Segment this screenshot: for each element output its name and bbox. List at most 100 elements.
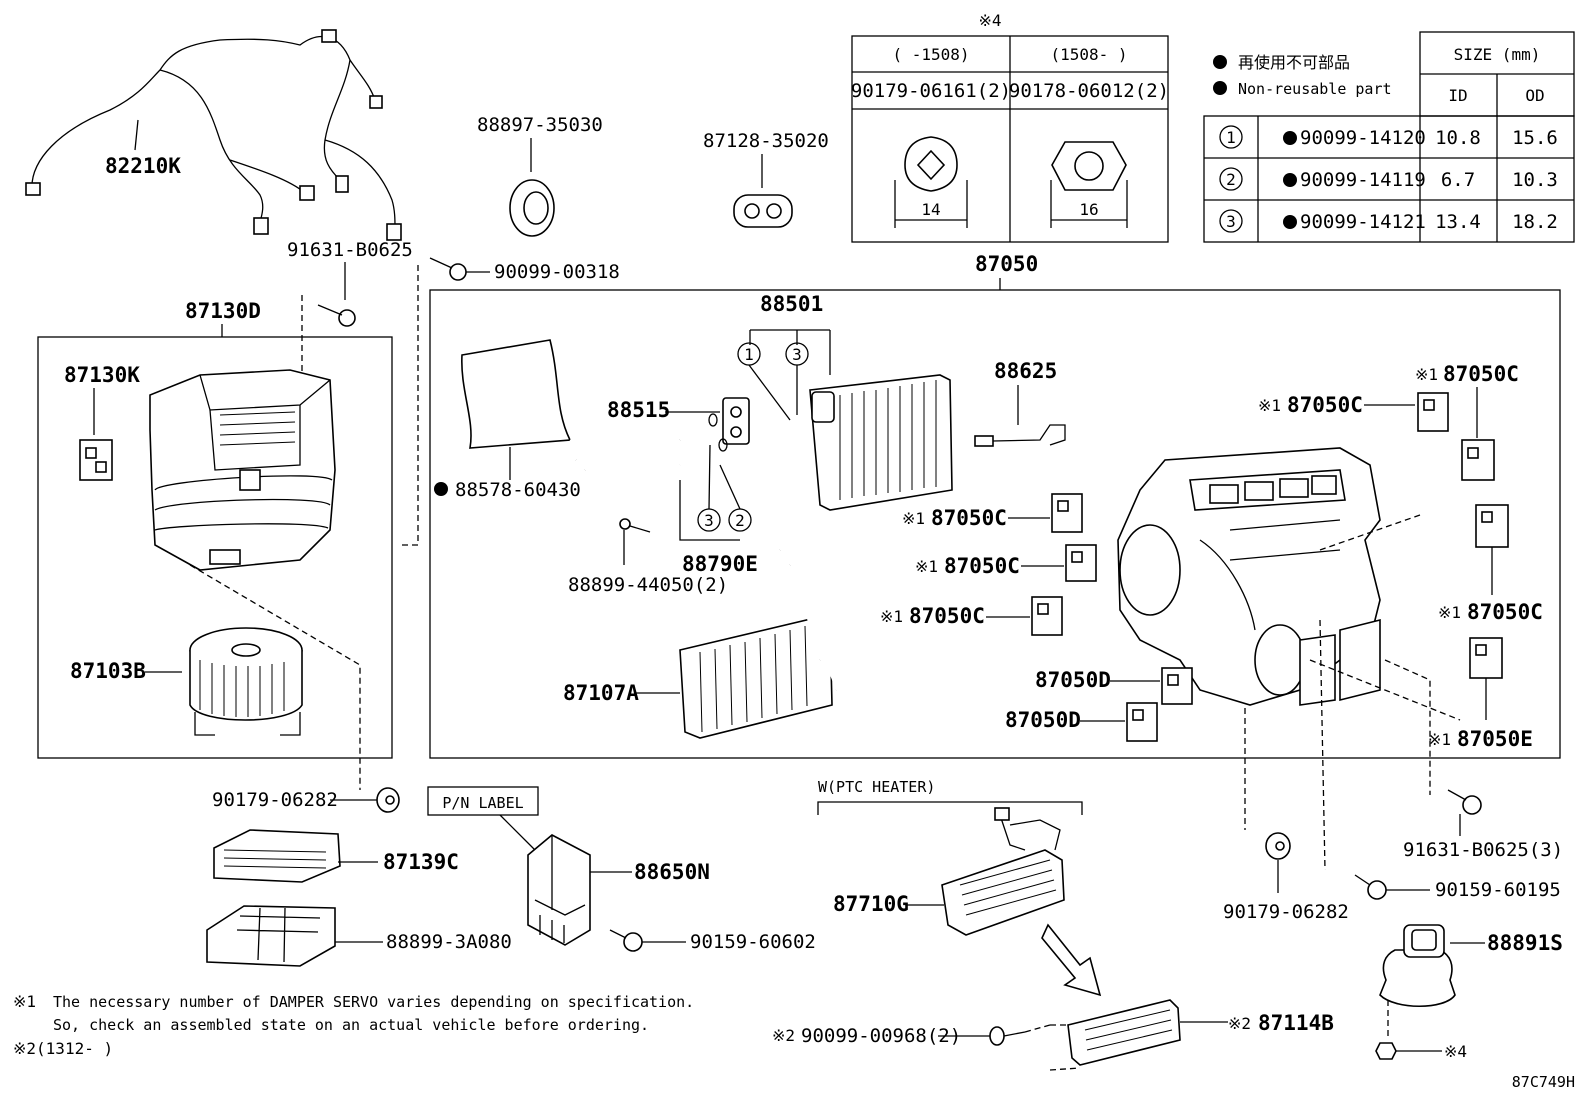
footnote2: ※2(1312- ) <box>13 1039 113 1058</box>
label-88625: 88625 <box>994 359 1057 383</box>
figure-id: 87C749H <box>1512 1073 1575 1091</box>
hvac-unit-box <box>429 289 1561 759</box>
label-87050D-b: 87050D <box>1005 708 1081 732</box>
label-88501: 88501 <box>760 292 823 316</box>
table-row: 2 90099-14119 6.7 10.3 <box>1219 167 1558 191</box>
label-90099-00968: 90099-00968(2) <box>801 1025 961 1047</box>
fastener-size-table: ※4 ( -1508) (1508- ) 90179-06161(2) 9017… <box>851 11 1169 243</box>
nut-icon <box>1265 832 1291 860</box>
row-od: 15.6 <box>1512 127 1558 149</box>
label-87050D-a: 87050D <box>1035 668 1111 692</box>
label-87114B: 87114B <box>1258 1011 1334 1035</box>
nut-icon <box>376 787 400 813</box>
circle-2: 2 <box>735 511 745 530</box>
damper-servo-icon <box>1469 637 1503 679</box>
note4-mark: ※4 <box>978 11 1001 30</box>
legend-nonreusable-en: Non-reusable part <box>1238 80 1392 98</box>
label-88790E: 88790E <box>682 552 758 576</box>
label-87139C: 87139C <box>383 850 459 874</box>
row-number: 2 <box>1226 170 1236 189</box>
footnote1-line2: So, check an assembled state on an actua… <box>53 1016 649 1034</box>
row-part: 90099-14120 <box>1300 127 1426 149</box>
pn-label-text: P/N LABEL <box>442 794 523 812</box>
nonreusable-dot-icon <box>1283 215 1297 229</box>
label-88891S: 88891S <box>1487 931 1563 955</box>
mark1-d: ※1 <box>1428 730 1451 749</box>
label-87050E: 87050E <box>1457 727 1533 751</box>
screw-icon <box>989 1026 1026 1046</box>
label-87050C-f: 87050C <box>909 604 985 628</box>
label-90099-00318: 90099-00318 <box>494 261 620 283</box>
mark1-g: ※1 <box>880 607 903 626</box>
evaporator-icon <box>809 374 953 511</box>
pn-label-box <box>427 786 539 816</box>
row-od: 10.3 <box>1512 169 1558 191</box>
label-88899-3A080: 88899-3A080 <box>386 931 512 953</box>
footnote1-line1: The necessary number of DAMPER SERVO var… <box>53 993 694 1011</box>
expansion-valve-icon <box>722 397 750 445</box>
damper-servo-icon <box>1051 493 1083 533</box>
row-id: 10.8 <box>1435 127 1481 149</box>
row-number: 1 <box>1226 128 1236 147</box>
od-header: OD <box>1525 86 1544 105</box>
double-grommet-icon <box>733 194 793 228</box>
table-row: 1 90099-14120 10.8 15.6 <box>1219 125 1558 149</box>
label-87107A: 87107A <box>563 681 639 705</box>
legend: 再使用不可部品 Non-reusable part <box>1213 53 1392 98</box>
oring-size-table: SIZE (mm) ID OD 1 90099-14120 10.8 15.6 … <box>1203 31 1575 243</box>
row-id: 6.7 <box>1441 169 1475 191</box>
label-87050C-b: 87050C <box>1443 362 1519 386</box>
legend-nonreusable-jp: 再使用不可部品 <box>1238 53 1350 72</box>
nonreusable-dot-icon <box>1283 131 1297 145</box>
label-87130D: 87130D <box>185 299 261 323</box>
hvac-case-icon <box>1117 447 1381 706</box>
label-87130K: 87130K <box>64 363 140 387</box>
mark2-a: ※2 <box>1228 1014 1251 1033</box>
row-part: 90099-14119 <box>1300 169 1426 191</box>
circle-3: 3 <box>792 345 802 364</box>
damper-servo-icon <box>1126 702 1158 742</box>
label-87710G: 87710G <box>833 892 909 916</box>
down-arrow-icon <box>1041 923 1102 997</box>
screw-icon <box>609 929 643 952</box>
heater-core-icon <box>679 546 848 739</box>
label-88897-35030: 88897-35030 <box>477 114 603 136</box>
circle-1: 1 <box>744 345 754 364</box>
label-90159-60195: 90159-60195 <box>1435 879 1561 901</box>
drain-hose-icon <box>1379 924 1456 1008</box>
label-87050C-d: 87050C <box>931 506 1007 530</box>
ecu-module-icon <box>527 834 591 946</box>
label-87128-35020: 87128-35020 <box>703 130 829 152</box>
table4-col1-part: 90179-06161(2) <box>851 80 1011 102</box>
label-88578-60430: 88578-60430 <box>455 479 581 501</box>
damper-servo-icon <box>1065 544 1097 582</box>
nut-icon <box>1375 1042 1397 1060</box>
row-part: 90099-14121 <box>1300 211 1426 233</box>
temperature-sensor-icon <box>974 424 1066 447</box>
mark1-a: ※1 <box>1258 396 1281 415</box>
cabin-filter-icon <box>213 829 341 883</box>
bolt-icon <box>1447 789 1482 815</box>
row-od: 18.2 <box>1512 211 1558 233</box>
mark1-b: ※1 <box>1415 365 1438 384</box>
nonreusable-dot-icon <box>434 482 448 496</box>
bolt-icon <box>317 304 356 327</box>
label-88650N: 88650N <box>634 860 710 884</box>
nonreusable-dot-icon <box>1213 55 1227 69</box>
label-87050C-e: 87050C <box>944 554 1020 578</box>
bolt-icon <box>619 518 651 533</box>
screw-icon <box>1354 874 1387 900</box>
nonreusable-dot-icon <box>1283 173 1297 187</box>
label-82210K: 82210K <box>105 154 181 178</box>
label-87050: 87050 <box>975 252 1038 276</box>
ac-pipe-icon <box>568 431 682 479</box>
circle-3b: 3 <box>704 511 714 530</box>
ptc-heater-icon <box>941 807 1065 936</box>
heater-element-icon <box>1067 999 1181 1066</box>
blower-assembly-box <box>37 336 393 759</box>
damper-servo-icon <box>1461 439 1495 481</box>
label-91631-B0625-3: 91631-B0625(3) <box>1403 839 1563 861</box>
mark1-f: ※1 <box>915 557 938 576</box>
servo-motor-icon <box>79 439 113 481</box>
